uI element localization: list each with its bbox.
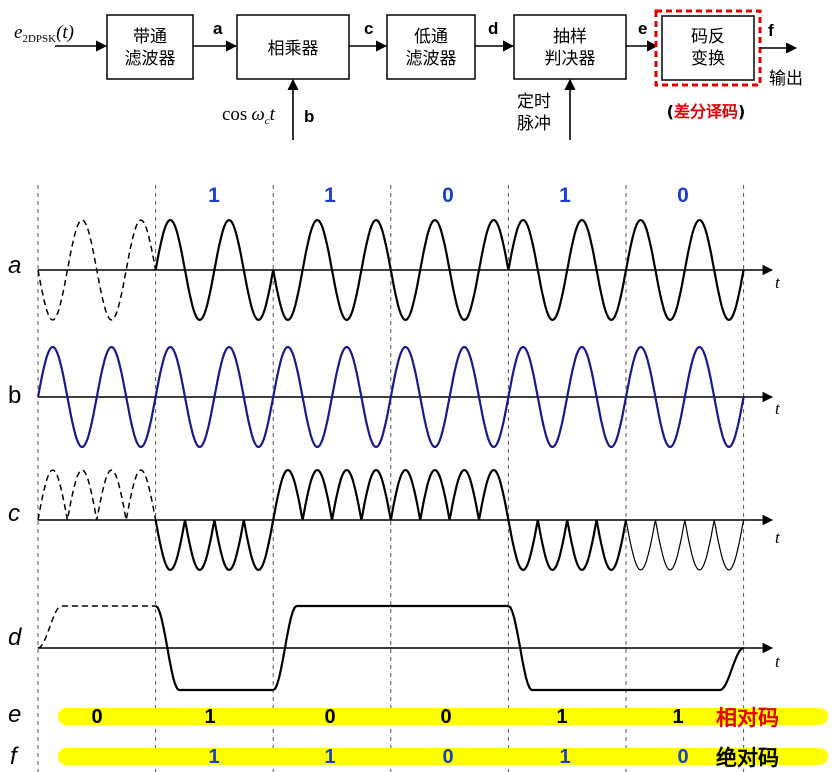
row-label-c: c <box>8 500 20 527</box>
signal-point-d: d <box>488 19 498 38</box>
bit-label-5: 0 <box>677 184 689 207</box>
signal-point-f: f <box>768 21 774 40</box>
wave-d-segment <box>626 646 744 692</box>
e-value-4: 0 <box>440 706 451 728</box>
axis-label-a: t <box>775 273 781 292</box>
e-value-5: 1 <box>556 706 567 728</box>
input-sub: 2DPSK <box>22 33 56 45</box>
bit-label-2: 1 <box>324 184 336 207</box>
wave-c-segment <box>507 519 628 572</box>
lowpass-filter-label-2: 滤波器 <box>406 49 457 69</box>
wave-a-segment <box>272 218 392 322</box>
wave-d-segment <box>272 604 391 691</box>
waveform-panel: 1 1 0 1 0 a b c d e f t t t t 0 1 0 0 1 … <box>8 184 828 772</box>
relative-code-label: 相对码 <box>716 706 779 730</box>
carrier-omega: ω <box>251 104 264 125</box>
sampling-decision-block <box>513 14 627 80</box>
wave-a-segment <box>624 218 745 322</box>
decoder-note-close: ) <box>738 102 745 121</box>
absolute-code-label: 绝对码 <box>716 746 779 770</box>
f-value-3: 0 <box>442 746 453 768</box>
signal-point-a: a <box>213 19 223 38</box>
wave-c-segment <box>389 468 510 521</box>
bit-label-3: 0 <box>442 184 454 207</box>
bit-boundary-lines <box>37 185 745 772</box>
decoder-note-open: ( <box>667 102 674 121</box>
relative-code-bar <box>58 708 828 725</box>
signal-point-e: e <box>638 19 647 38</box>
code-inverse-label-2: 变换 <box>691 49 725 69</box>
bit-label-1: 1 <box>208 184 220 207</box>
bandpass-filter-block <box>106 14 194 80</box>
wave-a-segment <box>389 218 510 322</box>
lowpass-filter-block <box>386 14 476 80</box>
lowpass-filter-label-1: 低通 <box>414 27 448 47</box>
f-value-1: 1 <box>208 746 219 768</box>
wave-a-segment <box>37 219 157 321</box>
e-value-1: 0 <box>91 706 102 728</box>
axis-label-c: t <box>775 528 781 547</box>
wave-c-segment <box>154 519 275 572</box>
wave-d-segment <box>37 605 156 649</box>
signal-point-b: b <box>304 107 314 126</box>
row-label-a: a <box>8 252 21 279</box>
carrier-t: t <box>270 104 276 125</box>
wave-b-carrier <box>36 346 745 448</box>
wave-d-segment <box>507 605 626 692</box>
multiplier-label: 相乘器 <box>268 39 319 59</box>
e-value-6: 1 <box>672 706 683 728</box>
input-main: e <box>14 22 22 43</box>
f-value-2: 1 <box>324 746 335 768</box>
carrier-cos: cos <box>222 104 247 125</box>
wave-a-segment <box>507 218 628 322</box>
bandpass-filter-label-2: 滤波器 <box>125 49 176 69</box>
wave-c-segment <box>272 468 392 521</box>
bit-label-4: 1 <box>559 184 571 207</box>
code-inverse-block <box>661 15 755 81</box>
e-value-3: 0 <box>324 706 335 728</box>
row-label-f: f <box>10 743 19 770</box>
wave-d-segment <box>154 605 274 692</box>
decoder-note: (差分译码) <box>667 102 746 121</box>
sampling-decision-label-2: 判决器 <box>545 49 596 69</box>
e-value-2: 1 <box>204 706 215 728</box>
f-value-4: 1 <box>559 746 570 768</box>
row-label-d: d <box>8 624 22 651</box>
absolute-code-bar <box>58 748 828 765</box>
output-label: 输出 <box>769 69 803 89</box>
row-label-e: e <box>8 701 21 728</box>
waveform-curves <box>36 218 745 692</box>
timing-pulse-label-2: 脉冲 <box>517 114 551 134</box>
signal-point-c: c <box>364 19 373 38</box>
wave-c-segment <box>625 519 745 571</box>
f-value-5: 0 <box>677 746 688 768</box>
axis-label-d: t <box>775 652 781 671</box>
wave-a-segment <box>154 218 275 322</box>
code-inverse-label-1: 码反 <box>691 27 725 47</box>
sampling-decision-label-1: 抽样 <box>553 27 587 47</box>
timing-pulse-label-1: 定时 <box>517 92 551 112</box>
input-signal-label: e2DPSK(t) <box>14 22 74 45</box>
decoder-note-text: 差分译码 <box>674 102 738 121</box>
carrier-sub: c <box>265 115 270 127</box>
input-arg: (t) <box>56 22 74 43</box>
bandpass-filter-label-1: 带通 <box>133 27 167 47</box>
multiplier-block <box>236 14 350 80</box>
row-label-b: b <box>8 382 21 409</box>
axis-label-b: t <box>775 399 781 418</box>
wave-c-segment <box>37 469 157 521</box>
